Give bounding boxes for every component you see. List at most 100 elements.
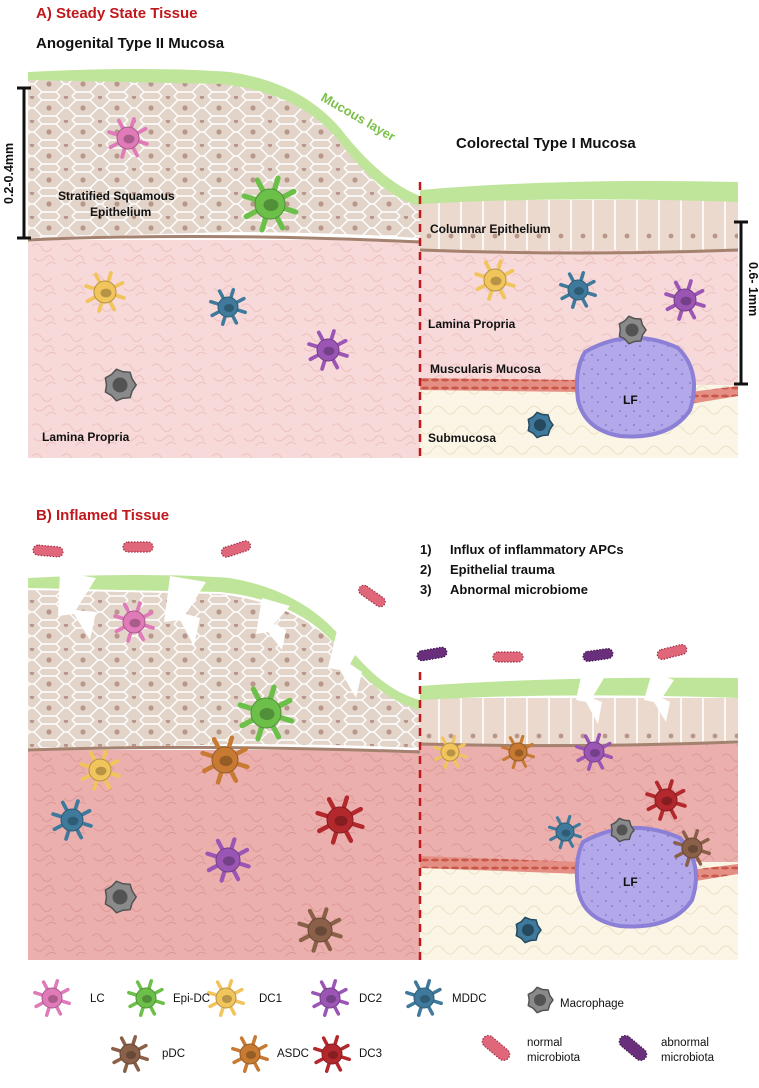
submucosa-label: Submucosa [428, 431, 496, 445]
normal-microbe [122, 541, 154, 553]
panel-a: A) Steady State Tissue Anogenital Type I… [2, 5, 759, 458]
asdc-cell [500, 734, 536, 770]
abnormal-microbe [582, 648, 614, 662]
legend-abnormal-label-2: microbiota [661, 1052, 715, 1064]
legend-icons [33, 979, 554, 1073]
legend-dc2-label: DC2 [359, 993, 382, 1005]
legend-normal-microbe-icon [481, 1034, 511, 1062]
asdc-cell [200, 735, 250, 785]
point-2-text: Epithelial trauma [450, 562, 556, 577]
stratified-epithelium [28, 78, 420, 238]
point-1-num: 1) [420, 542, 432, 557]
point-2-num: 2) [420, 562, 432, 577]
immune-cells [51, 117, 711, 953]
anogenital-mucosa-title: Anogenital Type II Mucosa [36, 35, 225, 52]
columnar-label: Columnar Epithelium [430, 222, 551, 236]
legend-pdc-icon [111, 1035, 149, 1073]
legend: LC Epi-DC DC1 DC2 MDDC Macrophage pDC AS… [33, 979, 715, 1073]
legend-pdc-label: pDC [162, 1048, 185, 1060]
mddc-cell [209, 288, 247, 326]
mddc-cell [51, 799, 93, 841]
legend-microbe-icons [481, 1034, 648, 1062]
mddc-cell [515, 916, 542, 944]
panel-b: B) Inflamed Tissue 1) Influx of inflamma… [27, 507, 739, 960]
normal-microbe [358, 584, 386, 608]
lc-cell [107, 117, 149, 159]
legend-dc1-label: DC1 [259, 993, 282, 1005]
inflammation-points: 1) Influx of inflammatory APCs 2) Epithe… [420, 542, 624, 597]
microbiota-b [32, 540, 688, 663]
pdc-cell [673, 829, 711, 867]
legend-epi-dc-label: Epi-DC [173, 993, 210, 1005]
stratified-label-line2: Epithelium [90, 205, 151, 219]
scale-label-left: 0.2-0.4mm [2, 143, 16, 204]
legend-macrophage-icon [527, 986, 554, 1014]
legend-dc3-label: DC3 [359, 1048, 382, 1060]
dc1-cell [474, 259, 516, 301]
dc2-cell [307, 329, 349, 371]
mddc-cell [547, 814, 583, 850]
pdc-cell [297, 907, 343, 953]
panel-b-title: B) Inflamed Tissue [36, 507, 169, 524]
legend-asdc-icon [231, 1035, 269, 1073]
legend-normal-label-1: normal [527, 1037, 562, 1049]
scale-bar-right [734, 220, 748, 386]
dc2-cell [575, 733, 613, 771]
legend-mddc-icon [405, 979, 443, 1017]
basal-membrane-right [419, 248, 739, 255]
legend-macrophage-label: Macrophage [560, 998, 624, 1010]
legend-lc-label: LC [90, 993, 105, 1005]
scale-bar-left [17, 86, 31, 240]
point-3-text: Abnormal microbiome [450, 582, 588, 597]
normal-microbe [220, 540, 252, 558]
basal-membrane-left-b [27, 745, 421, 754]
epi-dc-cell [237, 684, 295, 742]
lymphoid-follicle-b [574, 825, 698, 929]
basal-membrane-left [27, 234, 421, 244]
panel-a-title: A) Steady State Tissue [36, 5, 197, 22]
mucus-layer-right [420, 181, 738, 204]
stratified-label-line1: Stratified Squamous [58, 189, 175, 203]
lf-label-b: LF [623, 875, 638, 889]
dc3-cell [315, 795, 365, 845]
dc1-cell [79, 749, 121, 791]
epi-dc-cell [241, 175, 299, 233]
normal-microbe [492, 651, 524, 663]
legend-normal-label-2: microbiota [527, 1052, 581, 1064]
dc1-cell [84, 271, 126, 313]
dc3-cell [645, 779, 687, 821]
lamina-propria-left [28, 240, 420, 458]
abnormal-microbe [416, 646, 448, 662]
columnar-epithelium [420, 200, 738, 250]
normal-microbe [32, 544, 64, 558]
dc2-cell [205, 837, 251, 883]
macrophage-cell [610, 817, 635, 843]
lf-label-a: LF [623, 393, 638, 407]
epithelial-trauma [58, 572, 674, 724]
legend-asdc-label: ASDC [277, 1048, 309, 1060]
mucus-layer-left [28, 69, 420, 206]
legend-abnormal-label-1: abnormal [661, 1037, 709, 1049]
legend-dc3-icon [313, 1035, 351, 1073]
lc-cell [113, 601, 155, 643]
legend-dc1-icon [207, 979, 245, 1017]
colorectal-mucosa-title: Colorectal Type I Mucosa [456, 135, 636, 152]
dc1-cell [432, 734, 468, 770]
legend-epi-dc-icon [127, 979, 165, 1017]
dc2-cell [664, 279, 706, 321]
lamina-propria-label-left: Lamina Propria [42, 430, 130, 444]
point-1-text: Influx of inflammatory APCs [450, 542, 624, 557]
scale-label-right: 0.6- 1mm [746, 262, 759, 316]
legend-lc-icon [33, 979, 71, 1017]
macrophage-cell [104, 368, 138, 402]
mddc-cell [527, 411, 554, 439]
legend-dc2-icon [311, 979, 349, 1017]
columnar-epithelium-b [420, 698, 738, 744]
lamina-propria-label-right: Lamina Propria [428, 317, 516, 331]
lymphoid-follicle-a [574, 335, 696, 439]
normal-microbe [656, 643, 688, 661]
muscularis-label: Muscularis Mucosa [430, 362, 541, 376]
point-3-num: 3) [420, 582, 432, 597]
legend-mddc-label: MDDC [452, 993, 487, 1005]
macrophage-cell [104, 880, 138, 914]
